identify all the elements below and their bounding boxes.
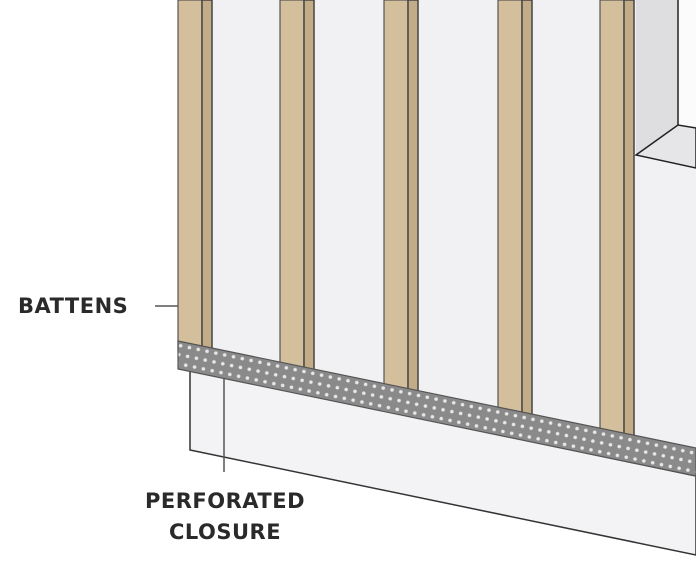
battens-group: [177, 0, 635, 438]
perforated-closure-label: PERFORATED CLOSURE: [130, 486, 320, 548]
batten: [599, 0, 635, 438]
closure-label-line2: CLOSURE: [168, 520, 282, 544]
batten: [383, 0, 419, 394]
batten: [177, 0, 213, 351]
battens-label: BATTENS: [18, 294, 129, 318]
batten: [497, 0, 533, 417]
closure-label-line1: PERFORATED: [145, 489, 305, 513]
window-opening: [634, 0, 696, 169]
batten: [279, 0, 315, 372]
perforated-closure: [177, 340, 696, 477]
